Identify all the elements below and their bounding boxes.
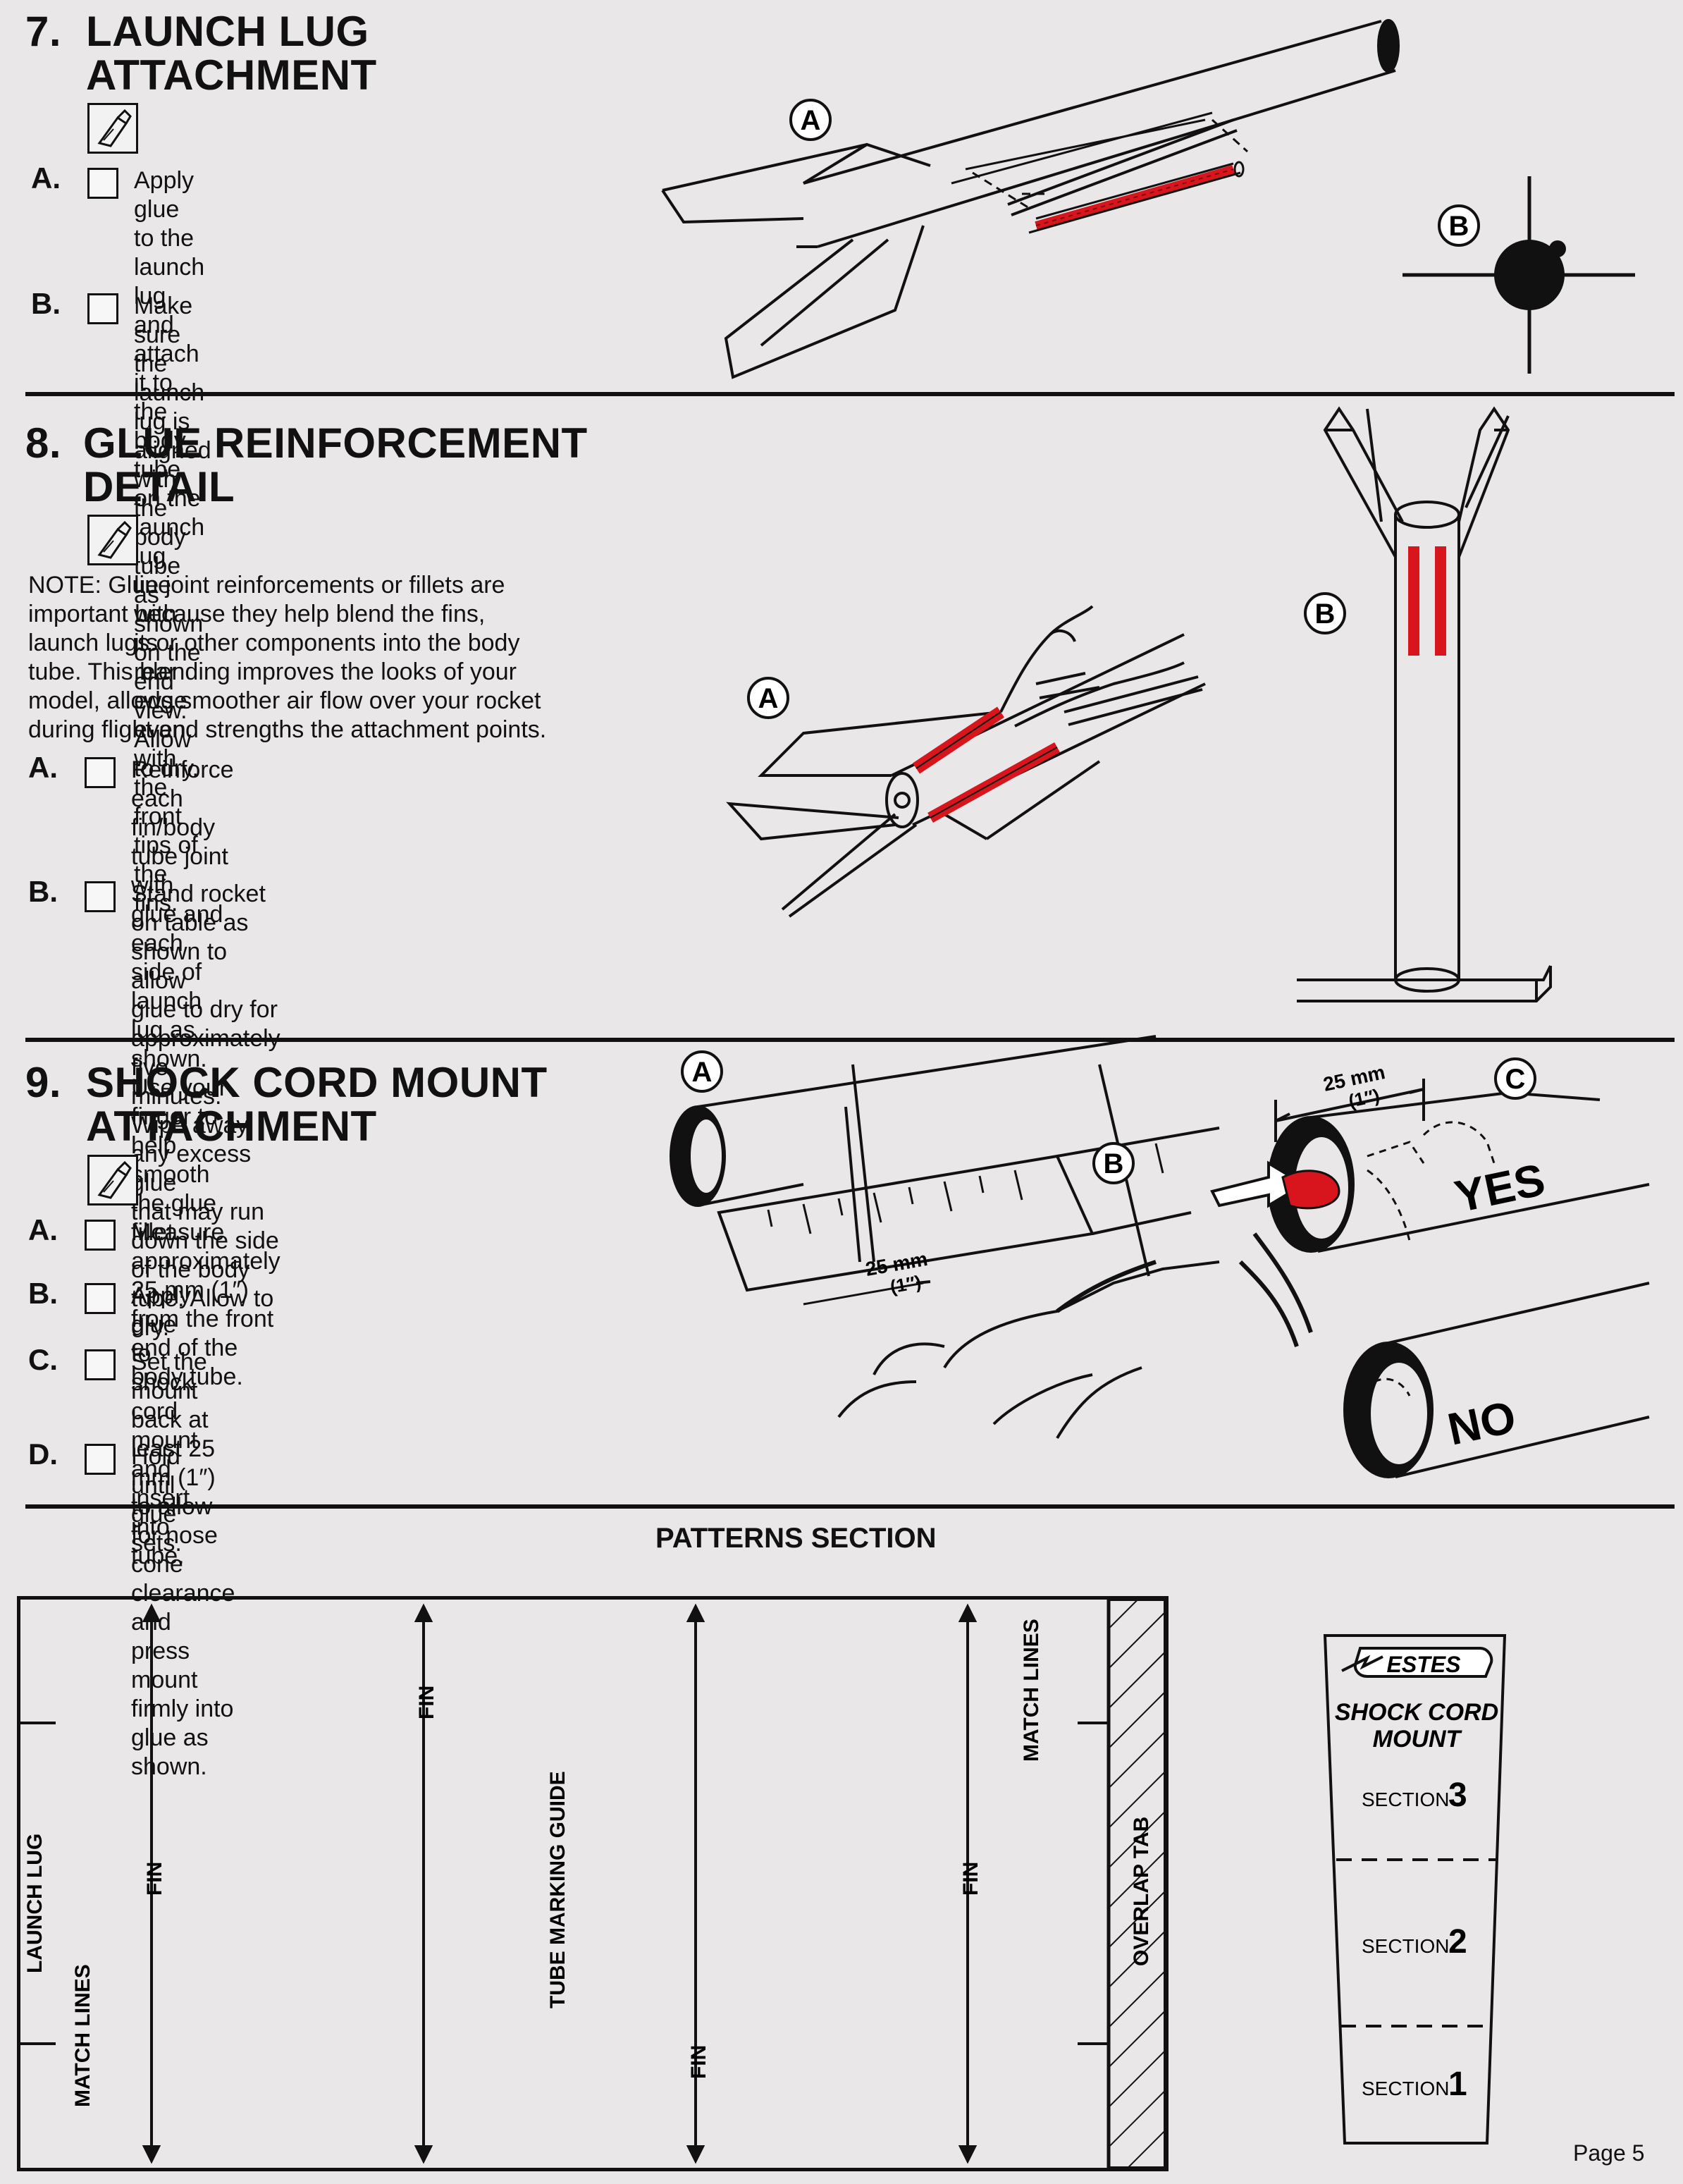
overlap-tab-label: OVERLAP TAB xyxy=(1130,1817,1153,1966)
item-text-line: tips of the fins. xyxy=(134,832,198,916)
illustration-label: B xyxy=(1315,599,1336,630)
tube-marking-guide-label: TUBE MARKING GUIDE xyxy=(546,1771,569,2008)
step-7-title-line2: ATTACHMENT xyxy=(86,51,377,99)
step-7-number: 7. xyxy=(25,8,62,55)
illustration-label: B xyxy=(1104,1148,1124,1179)
fin-label: FIN xyxy=(143,1862,166,1896)
illustration-label: A xyxy=(692,1057,713,1088)
section-number: 1 xyxy=(1448,2066,1467,2103)
step-7-title-line1: LAUNCH LUG xyxy=(86,8,369,55)
section-divider xyxy=(25,1038,1675,1042)
step-8-number: 8. xyxy=(25,419,62,467)
checkbox[interactable] xyxy=(85,1220,116,1251)
checkbox[interactable] xyxy=(87,168,118,199)
checkbox[interactable] xyxy=(85,1349,116,1380)
step-9-title-line1: SHOCK CORD MOUNT xyxy=(86,1059,548,1106)
checkbox[interactable] xyxy=(85,757,116,788)
step-8-title-line1: GLUE REINFORCEMENT xyxy=(83,419,588,467)
mount-title-line1: SHOCK CORD xyxy=(1335,1699,1498,1726)
section-label: SECTION xyxy=(1362,2078,1449,2099)
checkbox[interactable] xyxy=(85,1444,116,1475)
item-text-line: that may run down the side of the body xyxy=(131,1198,279,1283)
note-line: during flight and strengths the attachme… xyxy=(28,716,547,743)
section-label: SECTION xyxy=(1362,1789,1449,1810)
glue-fillet-illustration: A xyxy=(726,605,1206,918)
item-text-line: with its rear edge even with the front xyxy=(134,601,187,830)
item-text-line: minutes. Wipe away any excess glue xyxy=(131,1083,252,1196)
fin-label: FIN xyxy=(959,1862,982,1896)
item-letter: B. xyxy=(31,287,61,320)
tube-marking-guide-lines: LAUNCH LUG MATCH LINES FIN FIN TUBE MARK… xyxy=(20,1598,1166,2169)
step-8-title-line2: DETAIL xyxy=(83,463,235,510)
note-line: NOTE: Glue joint reinforcements or fille… xyxy=(28,572,505,599)
standing-rocket-illustration: B xyxy=(1297,406,1552,1002)
glue-bottle-icon xyxy=(87,515,138,565)
illustration-label: C xyxy=(1505,1064,1526,1095)
item-text-line: view. Allow to dry. xyxy=(134,697,199,782)
item-text-line: from the front end of the body tube. xyxy=(131,1306,274,1390)
glue-bottle-icon xyxy=(87,103,138,154)
item-text-line: it to the body tube on the launch lug li… xyxy=(134,369,205,599)
section-label: SECTION xyxy=(1362,1935,1449,1957)
patterns-heading: PATTERNS SECTION xyxy=(655,1523,937,1554)
item-text-line: Set the mount back at least 25 mm (1″) xyxy=(131,1349,216,1491)
item-text-line: Apply glue to the launch lug and attach xyxy=(134,167,205,367)
yes-label: YES xyxy=(1450,1154,1549,1222)
note-line: tube. This blending improves the looks o… xyxy=(28,658,517,685)
match-lines-right-label: MATCH LINES xyxy=(1020,1619,1043,1762)
brand-text: ESTES xyxy=(1387,1652,1462,1677)
no-label: NO xyxy=(1443,1391,1520,1454)
item-text-line: Reinforce each fin/body tube joint with xyxy=(131,756,234,899)
item-text-line: the glue fillet. xyxy=(131,1190,216,1246)
item-text-line: Hold until glue sets. xyxy=(131,1443,182,1557)
fin-label: FIN xyxy=(415,1686,438,1719)
section-divider xyxy=(25,392,1675,396)
item-letter: A. xyxy=(28,1213,58,1246)
item-text-line: Measure approximately 25 mm (1″) xyxy=(131,1219,280,1303)
glue-bottle-icon xyxy=(87,1155,138,1206)
item-letter: B. xyxy=(28,1277,58,1310)
checkbox[interactable] xyxy=(87,293,118,324)
note-line: model, allows smoother air flow over you… xyxy=(28,687,541,714)
illustration-label: A xyxy=(801,105,821,136)
checkbox[interactable] xyxy=(85,881,116,912)
item-letter: C. xyxy=(28,1343,58,1376)
match-lines-left-label: MATCH LINES xyxy=(71,1964,94,2107)
step-8-note: NOTE: Glue joint reinforcements or fille… xyxy=(28,571,592,744)
step-9-title-line2: ATTACHMENT xyxy=(86,1103,377,1150)
section-divider xyxy=(25,1504,1675,1509)
item-text-line: the body tube as shown on the end xyxy=(134,495,204,695)
page-number: Page 5 xyxy=(1573,2140,1645,2166)
launch-lug-label: LAUNCH LUG xyxy=(23,1834,47,1973)
shock-cord-illustration: A B C 25 mm (1″) 25 mm (1″) YES NO xyxy=(670,1035,1650,1478)
shock-cord-mount-pattern: ESTES SHOCK CORD MOUNT SECTION 3 SECTION… xyxy=(1323,1634,1507,2145)
estes-logo: ESTES xyxy=(1341,1647,1493,1678)
item-letter: A. xyxy=(28,751,58,784)
item-text-line: shown. Use your finger to help smooth xyxy=(131,1045,228,1188)
section-number: 3 xyxy=(1448,1777,1467,1814)
item-text-line: Apply glue to shock cord mount and xyxy=(131,1282,198,1483)
illustration-label: A xyxy=(758,683,779,714)
illustration-label: B xyxy=(1449,211,1469,242)
item-letter: A. xyxy=(31,161,61,195)
fin-label: FIN xyxy=(687,2045,710,2079)
item-letter: B. xyxy=(28,875,58,908)
item-text-line: press mount firmly into glue as shown. xyxy=(131,1638,234,1780)
tube-marking-guide: LAUNCH LUG MATCH LINES FIN FIN TUBE MARK… xyxy=(17,1596,1169,2171)
item-text-line: tube. Allow to dry. xyxy=(131,1285,274,1341)
measure-ruler-sub-label: (1″) xyxy=(889,1271,923,1297)
mount-title-line2: MOUNT xyxy=(1373,1726,1463,1753)
launch-lug-illustration: A B xyxy=(661,19,1635,379)
item-letter: D. xyxy=(28,1437,58,1471)
step-9-number: 9. xyxy=(25,1059,62,1106)
section-number: 2 xyxy=(1448,1923,1467,1961)
checkbox[interactable] xyxy=(85,1283,116,1314)
note-line: launch lugs or other components into the… xyxy=(28,630,520,656)
item-text-line: Stand rocket on table as shown to allow xyxy=(131,881,266,994)
note-line: important because they help blend the fi… xyxy=(28,601,486,627)
